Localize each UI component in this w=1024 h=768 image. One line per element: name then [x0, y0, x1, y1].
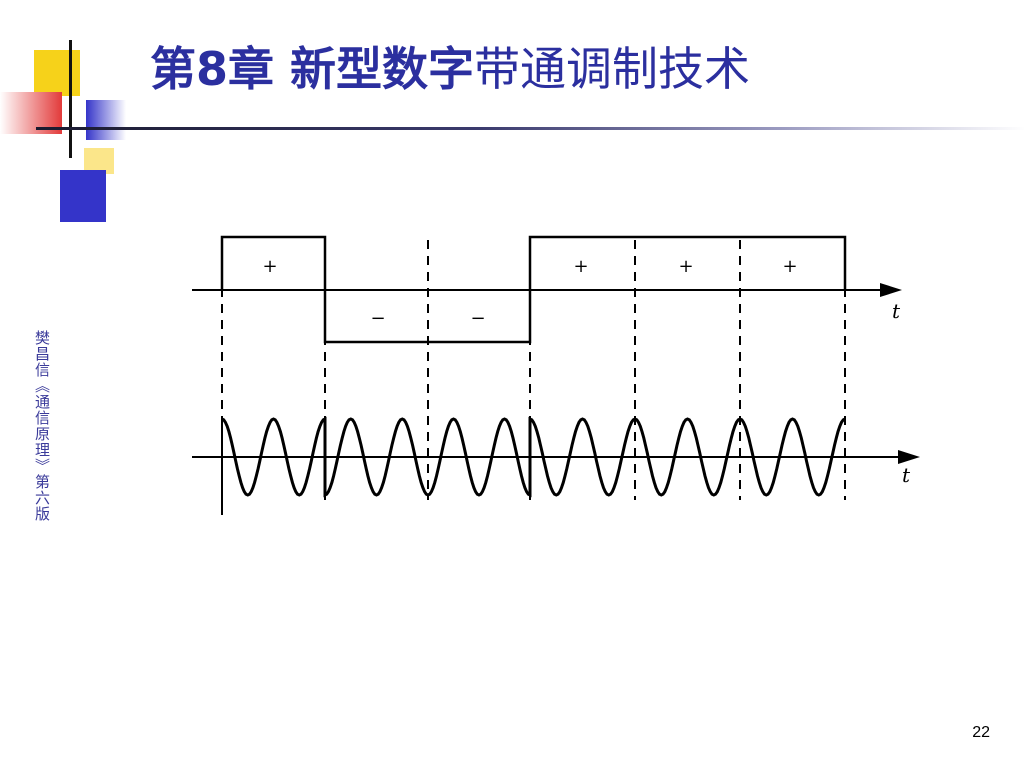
- blue-gradient-block: [86, 100, 126, 140]
- side-note: 樊昌信《通信原理》第六版: [33, 330, 51, 522]
- bit-sign-5: +: [678, 256, 693, 277]
- vertical-line: [69, 40, 72, 158]
- axis-top-arrow: [880, 283, 902, 297]
- blue-block: [60, 170, 106, 222]
- yellow-block: [34, 50, 80, 96]
- title-rule: [36, 127, 1024, 130]
- page-number: 22: [972, 724, 990, 741]
- axis-top-label: t: [892, 299, 901, 323]
- slide-title: 第8章 新型数字带通调制技术: [150, 46, 750, 92]
- baseband-waveform: [220, 235, 847, 344]
- bit-sign-1: +: [262, 256, 277, 277]
- bit-sign-4: +: [573, 256, 588, 277]
- bit-sign-2: −: [370, 308, 385, 329]
- modulated-carrier-waveform: [221, 416, 846, 498]
- bit-sign-3: −: [470, 308, 485, 329]
- corner-decoration: [0, 40, 146, 222]
- axis-bottom-arrow: [898, 450, 920, 464]
- slide-title-rest: 带通调制技术: [474, 42, 751, 96]
- bit-sign-6: +: [782, 256, 797, 277]
- small-yellow-block: [84, 148, 114, 174]
- slide-title-bold: 第8章 新型数字: [150, 42, 475, 96]
- axis-bottom-label: t: [902, 463, 911, 487]
